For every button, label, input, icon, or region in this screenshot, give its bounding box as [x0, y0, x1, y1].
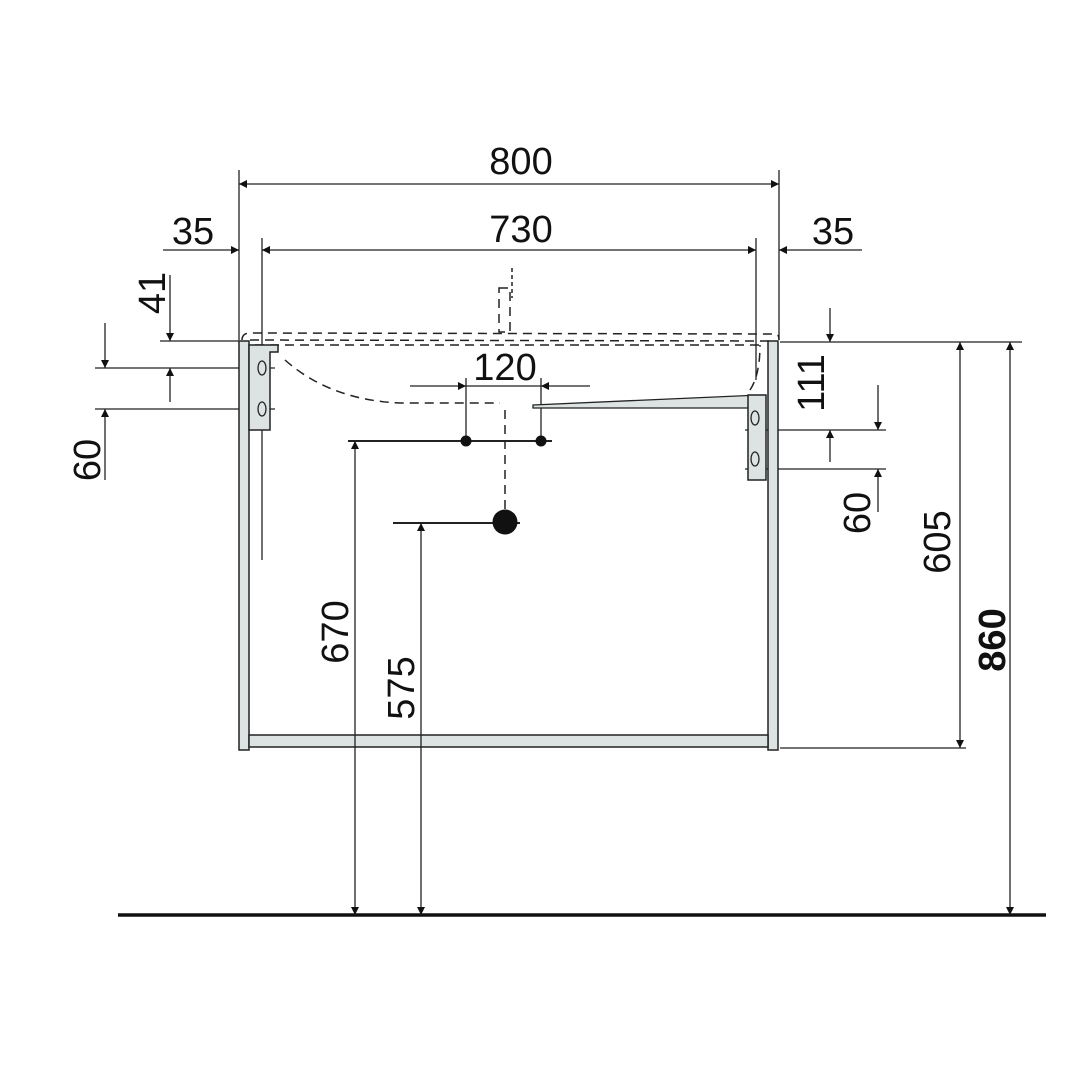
bracket-slot [750, 410, 760, 426]
tap-hole-left [460, 435, 472, 447]
dim-tap-height: 670 [315, 600, 357, 663]
drain-outlet [492, 509, 518, 535]
dim-overall-width: 800 [489, 141, 552, 183]
dim-right-offset: 35 [812, 211, 854, 253]
dimension-lines [101, 180, 1014, 915]
bottom-rail [248, 734, 769, 748]
dim-top-to-hole: 41 [132, 272, 174, 314]
dim-drain-height: 575 [381, 656, 423, 719]
dim-inner-width: 730 [489, 209, 552, 251]
extension-lines [95, 170, 1022, 749]
dim-left-offset: 35 [172, 211, 214, 253]
dim-left-hole-spacing: 60 [67, 439, 109, 481]
dim-total-height: 860 [972, 608, 1014, 671]
dim-right-top-to-hole: 111 [791, 354, 833, 412]
right-wall-bracket [747, 394, 767, 481]
left-wall-bracket [248, 344, 279, 431]
bracket-slot [750, 451, 760, 467]
bracket-slot [257, 360, 267, 376]
cabinet [238, 340, 779, 751]
dim-right-hole-spacing: 60 [837, 492, 879, 534]
dim-cabinet-height: 605 [917, 510, 959, 573]
bracket-slot [257, 401, 267, 417]
dim-tap-spacing: 120 [473, 347, 536, 389]
left-side-panel [238, 340, 250, 751]
basin-outline [241, 268, 780, 510]
right-side-panel [767, 340, 779, 751]
tap-hole-right [535, 435, 547, 447]
